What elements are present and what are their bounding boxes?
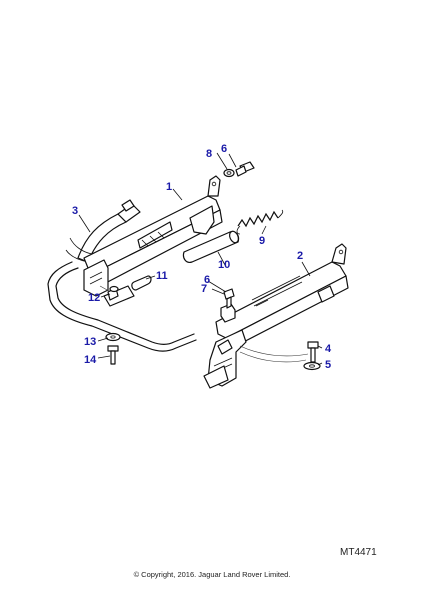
part-3-tube-frame[interactable] (47, 199, 197, 352)
callout-2[interactable]: 2 (297, 250, 303, 262)
leader-lines (78, 152, 323, 366)
callout-6-top[interactable]: 6 (221, 143, 227, 155)
part-1-upper-rail[interactable] (83, 175, 223, 297)
part-14-screw[interactable] (107, 345, 119, 365)
callout-14[interactable]: 14 (84, 354, 97, 366)
part-11-clip[interactable] (131, 275, 152, 291)
part-5-washer[interactable] (303, 361, 321, 371)
callout-11[interactable]: 11 (156, 270, 168, 282)
callout-8[interactable]: 8 (206, 148, 212, 160)
callout-5[interactable]: 5 (325, 359, 331, 371)
part-6-bolt-middle[interactable] (223, 288, 235, 309)
part-8-washer-top[interactable] (223, 168, 235, 178)
copyright-notice: © Copyright, 2016. Jaguar Land Rover Lim… (133, 570, 291, 579)
part-10-tube-sleeve[interactable] (182, 230, 240, 263)
callout-1[interactable]: 1 (166, 181, 172, 193)
callout-7[interactable]: 7 (201, 283, 207, 295)
callout-6-middle[interactable]: 6 (204, 274, 210, 286)
callout-10[interactable]: 10 (218, 259, 230, 271)
callout-3[interactable]: 3 (72, 205, 78, 217)
callout-4[interactable]: 4 (325, 343, 332, 355)
callout-9[interactable]: 9 (259, 235, 265, 247)
part-4-bolt[interactable] (307, 341, 319, 363)
part-13-washer[interactable] (105, 332, 121, 342)
lower-foot-bracket[interactable] (203, 329, 309, 389)
callout-13[interactable]: 13 (84, 336, 96, 348)
callout-12[interactable]: 12 (88, 292, 100, 304)
diagram-reference-code: MT4471 (340, 547, 377, 558)
part-6-bolt-top[interactable] (235, 161, 255, 177)
callout-labels: 1 2 3 4 5 6 6 7 8 9 10 11 12 13 14 (72, 143, 332, 371)
part-9-spring[interactable] (236, 209, 284, 235)
part-12-clamp-plate[interactable] (103, 285, 135, 307)
